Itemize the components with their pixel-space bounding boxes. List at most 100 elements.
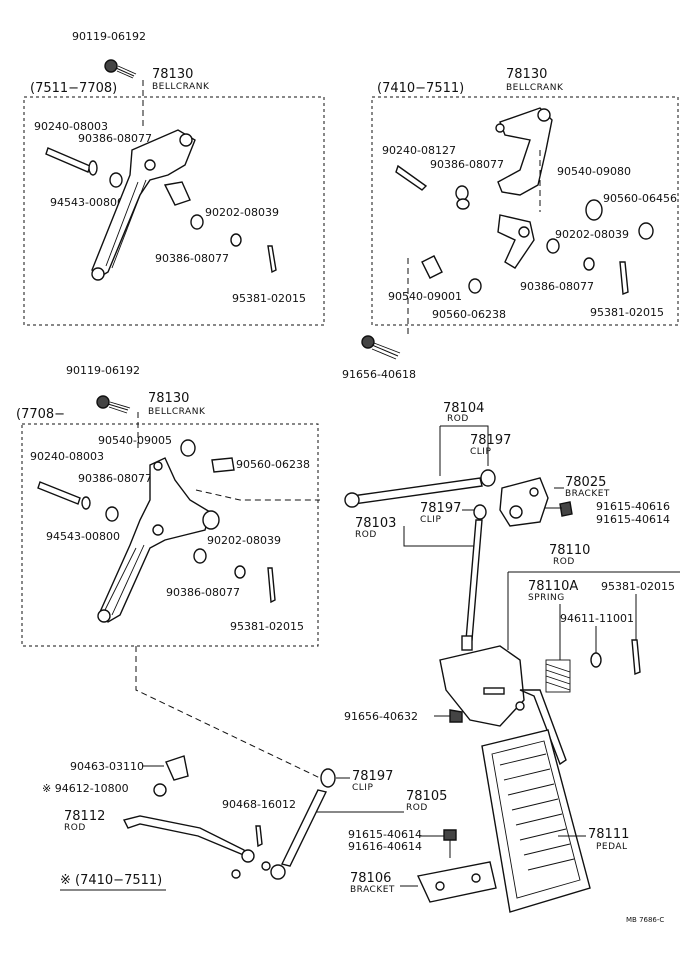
clip-part <box>473 504 487 520</box>
part-label: 90386-08077 <box>78 472 152 485</box>
rod-part <box>122 815 248 858</box>
cotter-pin-part <box>267 567 276 604</box>
part-name: CLIP <box>420 515 441 525</box>
part-label: 90386-08077 <box>166 586 240 599</box>
rod-part <box>465 519 483 641</box>
part-name: ROD <box>406 803 428 813</box>
bushing-part <box>202 510 220 530</box>
pedal-arm-part <box>439 645 567 766</box>
washer-part <box>88 160 98 176</box>
part-number: 78130 <box>506 67 547 82</box>
bushing-part <box>456 198 470 210</box>
washer-part <box>231 869 241 879</box>
grommet-part <box>153 783 167 797</box>
part-label: 90560-06238 <box>236 458 310 471</box>
pedal-assembly: 90463-03110 ※ 94612-10800 78112 ROD 9046… <box>42 646 664 924</box>
washer-part <box>590 652 602 668</box>
part-label: 91615-40614 <box>348 828 422 841</box>
part-label: 90540-09080 <box>557 165 631 178</box>
part-name: ROD <box>447 414 469 424</box>
group-3-range-label: (7708− <box>16 407 65 422</box>
clip-part <box>320 768 336 788</box>
bolt-part <box>104 59 137 79</box>
cotter-pin-part <box>267 245 277 274</box>
pin-part <box>37 481 81 505</box>
bolt-part <box>434 709 463 723</box>
part-number: 78197 <box>470 433 511 448</box>
part-name: ROD <box>64 823 86 833</box>
part-label: 91615-40614 <box>596 513 670 526</box>
part-number: 78130 <box>152 67 193 82</box>
part-label: 90386-08077 <box>78 132 152 145</box>
part-number: 78103 <box>355 516 396 531</box>
part-label: 95381-02015 <box>232 292 306 305</box>
part-label: 95381-02015 <box>601 580 675 593</box>
clamp-part <box>165 755 189 781</box>
pedal-part <box>481 729 591 913</box>
part-name: BELLCRANK <box>152 82 210 92</box>
group-1-range-label: (7511−7708) <box>30 81 117 96</box>
collar-part <box>211 457 235 473</box>
group-7511-7708: (7511−7708) 90119-06192 78130 BELLCRANK … <box>23 30 325 326</box>
rod-end <box>241 849 255 863</box>
bushing-part <box>105 506 119 522</box>
part-label: 90463-03110 <box>70 760 144 773</box>
collar-part <box>638 222 654 240</box>
bracket-part <box>416 861 497 903</box>
washer-part <box>81 496 91 510</box>
part-number: 78106 <box>350 871 391 886</box>
applicability-note: ※ (7410−7511) <box>60 873 162 888</box>
pin-part <box>255 825 263 848</box>
bushing-part <box>180 439 196 457</box>
part-name: PEDAL <box>596 842 628 852</box>
bushing-part <box>421 255 443 279</box>
part-number: 78112 <box>64 809 105 824</box>
part-label: 90240-08127 <box>382 144 456 157</box>
part-label: ※ 94612-10800 <box>42 782 129 795</box>
group-2-frame <box>371 96 679 326</box>
part-name: BELLCRANK <box>506 83 564 93</box>
bushing-part <box>585 199 603 221</box>
part-number: 78197 <box>420 501 461 516</box>
part-label: 94611-11001 <box>560 612 634 625</box>
part-number: 78110 <box>549 543 590 558</box>
washer-part <box>230 233 242 247</box>
group-7410-7511: (7410−7511) 78130 BELLCRANK 90240-08127 … <box>342 67 679 381</box>
part-name: SPRING <box>528 593 565 603</box>
cotter-pin-part <box>631 639 641 675</box>
group-7708: (7708− 90119-06192 78130 BELLCRANK 90540… <box>16 364 320 647</box>
part-label: 90386-08077 <box>430 158 504 171</box>
part-label: 91656-40632 <box>344 710 418 723</box>
part-number: 78130 <box>148 391 189 406</box>
clip-part <box>480 469 496 487</box>
part-name: ROD <box>355 530 377 540</box>
part-label: 90202-08039 <box>207 534 281 547</box>
part-label: 90540-09001 <box>388 290 462 303</box>
drawing-reference: MB 7686-C <box>626 916 664 924</box>
bellcrank-part <box>91 129 196 281</box>
part-label: 90386-08077 <box>155 252 229 265</box>
bellcrank-part <box>97 457 320 623</box>
part-label: 90468-16012 <box>222 798 296 811</box>
part-name: ROD <box>553 557 575 567</box>
washer-part <box>583 257 595 271</box>
part-label: 91616-40614 <box>348 840 422 853</box>
part-number: 78104 <box>443 401 484 416</box>
rod-part <box>280 789 328 867</box>
washer-part <box>261 861 271 871</box>
group-2-range-label: (7410−7511) <box>377 81 464 96</box>
bushing-part <box>190 214 204 230</box>
part-number: 78111 <box>588 827 629 842</box>
bellcrank-part <box>495 107 553 269</box>
bolt-part <box>361 335 401 360</box>
part-label: 91615-40616 <box>596 500 670 513</box>
part-label: 90202-08039 <box>555 228 629 241</box>
rod-assembly: 78104 ROD 78197 CLIP 78025 BRACKET 91615… <box>344 401 680 766</box>
part-label: 90240-08003 <box>30 450 104 463</box>
part-number: 78105 <box>406 789 447 804</box>
bolt-part <box>443 829 457 858</box>
leader-line <box>403 526 474 547</box>
bolt-part <box>545 501 573 517</box>
part-number: 78110A <box>528 579 578 594</box>
